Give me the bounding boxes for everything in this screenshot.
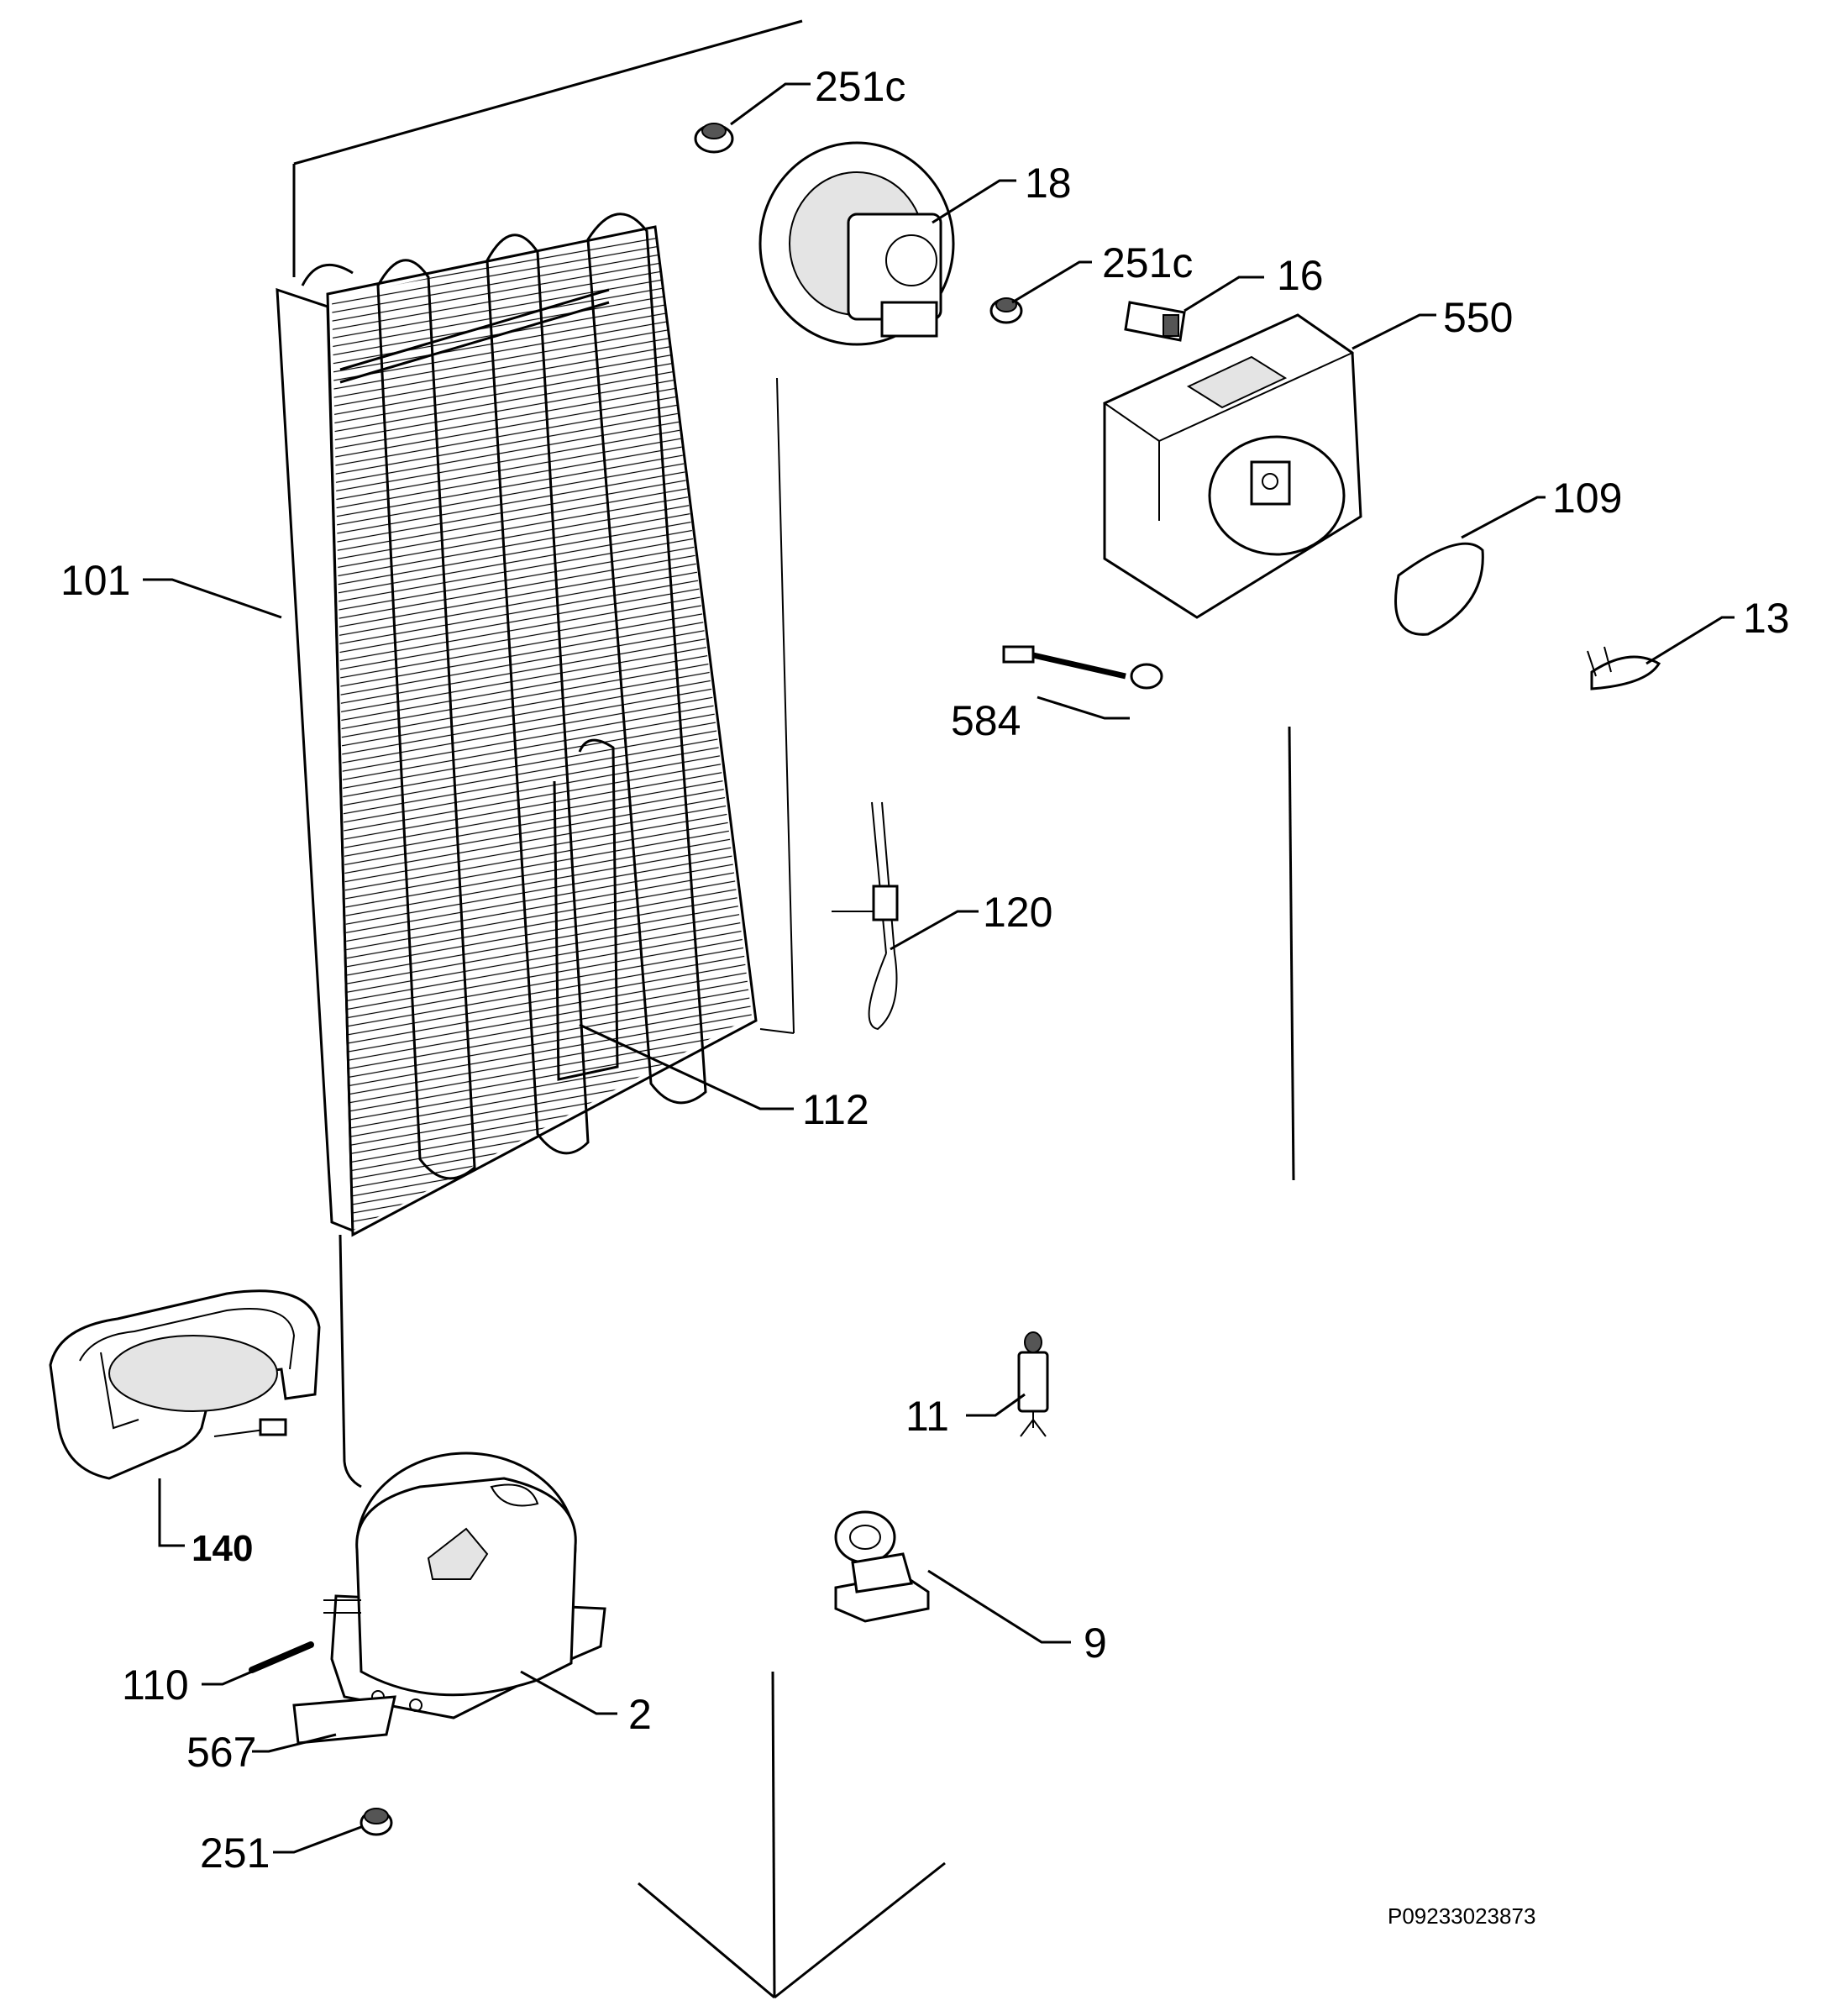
label-2: 2 — [628, 1691, 652, 1738]
leader-lines — [143, 82, 1735, 1854]
label-11: 11 — [905, 1393, 949, 1440]
lamp-cover-part-109 — [1394, 542, 1484, 636]
label-120: 120 — [983, 889, 1052, 936]
condenser-part-101 — [276, 213, 758, 1488]
pin-part-110 — [249, 1641, 314, 1673]
grommet-part-251c-middle — [989, 297, 1023, 324]
label-584: 584 — [951, 697, 1021, 744]
label-251: 251 — [200, 1830, 270, 1877]
drip-tray-part-140 — [49, 1289, 321, 1480]
fan-motor-part-18 — [758, 141, 955, 346]
grommet-part-251c-top — [694, 123, 734, 154]
clamp-part-9 — [834, 1510, 930, 1623]
label-567: 567 — [186, 1729, 256, 1776]
label-251c-middle: 251c — [1102, 239, 1193, 286]
grommet-part-251 — [360, 1808, 393, 1836]
sensor-cable-part-584 — [1002, 645, 1163, 690]
label-140: 140 — [192, 1528, 253, 1569]
switch-part-16 — [1124, 301, 1186, 342]
label-251c-top: 251c — [815, 63, 905, 110]
label-101: 101 — [60, 557, 130, 604]
label-110: 110 — [122, 1662, 189, 1709]
housing-part-550 — [1102, 313, 1362, 619]
label-18: 18 — [1025, 160, 1072, 207]
label-109: 109 — [1552, 475, 1622, 522]
label-16: 16 — [1277, 252, 1324, 299]
thermostat-probe-part-120 — [832, 801, 899, 1031]
label-13: 13 — [1743, 595, 1790, 642]
lamp-holder-part-13 — [1587, 646, 1661, 690]
label-112: 112 — [802, 1086, 869, 1133]
fitting-part-11 — [1017, 1331, 1049, 1437]
bracket-part-567 — [292, 1695, 396, 1745]
reference-code: P09233023873 — [1388, 1903, 1535, 1929]
compressor-part-2 — [323, 1452, 606, 1719]
cabinet-outline — [292, 19, 1295, 1999]
label-9: 9 — [1084, 1620, 1107, 1667]
label-550: 550 — [1443, 294, 1513, 341]
